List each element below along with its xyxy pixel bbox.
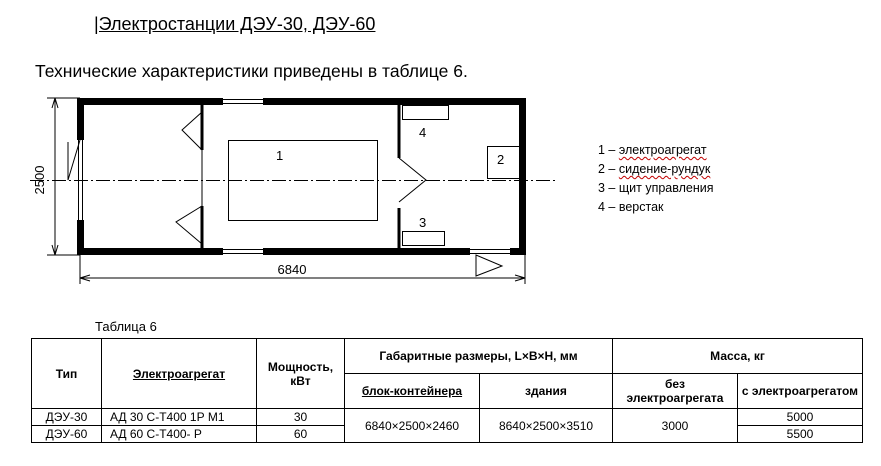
cell-mass-with: 5000 <box>737 408 863 426</box>
header-mass: Масса, кг <box>612 338 863 374</box>
cell-generator: АД 60 С-Т400- Р <box>101 425 257 443</box>
window-bottom <box>223 248 263 255</box>
legend-item-2: 2 – сидение-рундук <box>598 162 711 176</box>
header-power: Мощность, кВт <box>256 338 345 409</box>
header-dims-container: блок-контейнера <box>344 373 480 409</box>
seat-chest <box>487 146 520 179</box>
window-top <box>223 98 263 105</box>
door-swing-bottom-left <box>175 205 203 245</box>
cell-power: 30 <box>256 408 345 426</box>
legend-item-1: 1 – электроагрегат <box>598 143 707 157</box>
cell-dims-container: 6840×2500×2460 <box>344 408 480 443</box>
table-row: ДЭУ-30 АД 30 С-Т400 1Р М1 30 6840×2500×2… <box>31 408 863 443</box>
page-subtitle: Технические характеристики приведены в т… <box>35 61 468 81</box>
header-dims: Габаритные размеры, L×B×H, мм <box>344 338 613 374</box>
table-caption: Таблица 6 <box>95 319 157 334</box>
header-type: Тип <box>31 338 102 409</box>
cell-power: 60 <box>256 425 345 443</box>
cell-dims-building: 8640×2500×3510 <box>479 408 613 443</box>
header-generator: Электроагрегат <box>101 338 257 409</box>
outer-wall <box>77 98 526 255</box>
door-swing-outer <box>475 254 504 277</box>
cell-type: ДЭУ-60 <box>31 425 102 443</box>
control-panel <box>402 231 445 246</box>
length-dimension: 6840 <box>79 255 526 284</box>
legend-item-4: 4 – верстак <box>598 200 664 214</box>
dim-length-label: 6840 <box>278 262 307 277</box>
table-row: ДЭУ-60 АД 60 С-Т400- Р 60 5500 <box>31 425 863 443</box>
dim-height-label: 2500 <box>32 166 47 195</box>
window-right-bottom <box>470 248 510 255</box>
callout-1: 1 <box>276 148 283 163</box>
callout-3: 3 <box>419 215 426 230</box>
height-dimension: 2500 <box>32 97 80 256</box>
header-mass-with: с электроагрегатом <box>737 373 863 409</box>
cell-generator: АД 30 С-Т400 1Р М1 <box>101 408 257 426</box>
workbench <box>402 105 449 120</box>
page-title: |Электростанции ДЭУ-30, ДЭУ-60 <box>94 14 376 34</box>
callout-4: 4 <box>419 125 426 140</box>
cell-mass-without: 3000 <box>612 408 738 443</box>
legend: 1 – электроагрегат 2 – сидение-рундук 3 … <box>598 141 714 217</box>
door-swing-top-left <box>181 111 203 151</box>
callout-2: 2 <box>497 152 504 167</box>
specs-table: Тип Электроагрегат Мощность, кВт Габарит… <box>31 338 863 443</box>
header-dims-building: здания <box>479 373 613 409</box>
header-mass-without: без электроагрегата <box>612 373 738 409</box>
cell-mass-with: 5500 <box>737 425 863 443</box>
cell-type: ДЭУ-30 <box>31 408 102 426</box>
legend-item-3: 3 – щит управления <box>598 181 714 195</box>
